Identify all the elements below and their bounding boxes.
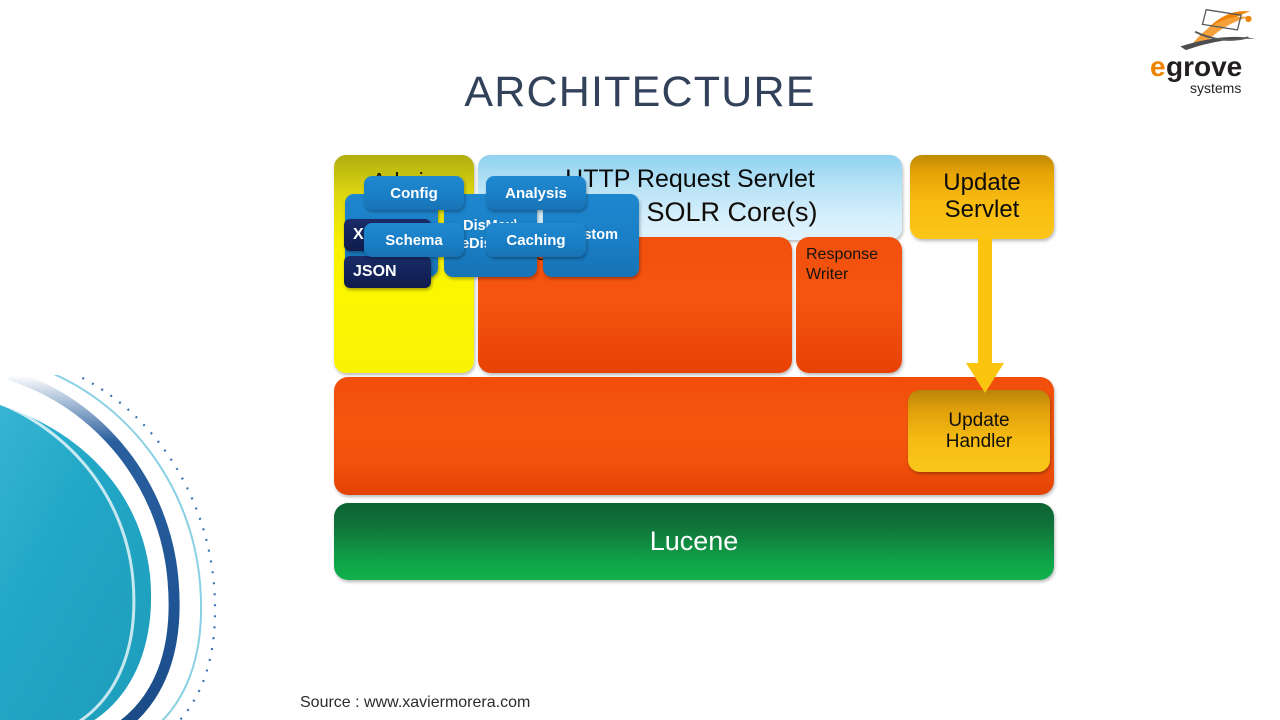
solr-module-schema[interactable]: Schema	[364, 223, 464, 257]
lucene-block[interactable]: Lucene	[334, 503, 1054, 580]
update-servlet-label-2: Servlet	[944, 196, 1020, 223]
source-note: Source : www.xaviermorera.com	[300, 694, 531, 711]
response-writer-label-2: Writer	[806, 265, 849, 283]
architecture-diagram: Admin Interface Servlet HTTP Request Ser…	[334, 155, 1054, 580]
svg-text:systems: systems	[1190, 80, 1241, 96]
update-handler-block[interactable]: Update Handler	[908, 390, 1050, 472]
decorative-swoosh-graphic	[0, 375, 217, 720]
update-handler-label-1: Update	[948, 409, 1010, 431]
solr-module-config[interactable]: Config	[364, 176, 464, 210]
update-servlet-block[interactable]: Update Servlet	[910, 155, 1054, 239]
response-writer-label: Response Writer	[806, 245, 878, 284]
update-servlet-label-1: Update	[943, 169, 1021, 197]
http-request-servlet-block[interactable]: HTTP Request Servlet	[478, 155, 902, 240]
update-flow-arrow-icon	[966, 237, 1004, 393]
svg-text:grove: grove	[1166, 51, 1242, 82]
response-writer-panel: Response Writer	[796, 237, 902, 373]
update-handler-label-2: Handler	[945, 431, 1013, 452]
svg-text:e: e	[1150, 51, 1166, 82]
http-request-servlet-label: HTTP Request Servlet	[565, 165, 815, 193]
response-format-json-label: JSON	[353, 263, 397, 280]
solr-cores-label: SOLR Core(s)	[646, 197, 818, 227]
logo-swoosh-icon	[1180, 8, 1256, 51]
page-title: ARCHITECTURE	[464, 68, 816, 116]
lucene-label: Lucene	[649, 526, 739, 557]
solr-module-caching[interactable]: Caching	[486, 223, 586, 257]
egrove-systems-logo: e grove systems	[1148, 6, 1268, 98]
solr-module-caching-label: Caching	[506, 231, 566, 249]
response-writer-label-1: Response	[806, 246, 879, 263]
solr-module-config-label: Config	[390, 184, 438, 202]
logo-wordmark: e grove systems	[1150, 51, 1242, 96]
solr-module-schema-label: Schema	[385, 231, 443, 249]
solr-module-analysis[interactable]: Analysis	[486, 176, 586, 210]
response-format-json[interactable]: JSON	[344, 256, 431, 288]
solr-module-analysis-label: Analysis	[505, 184, 567, 202]
